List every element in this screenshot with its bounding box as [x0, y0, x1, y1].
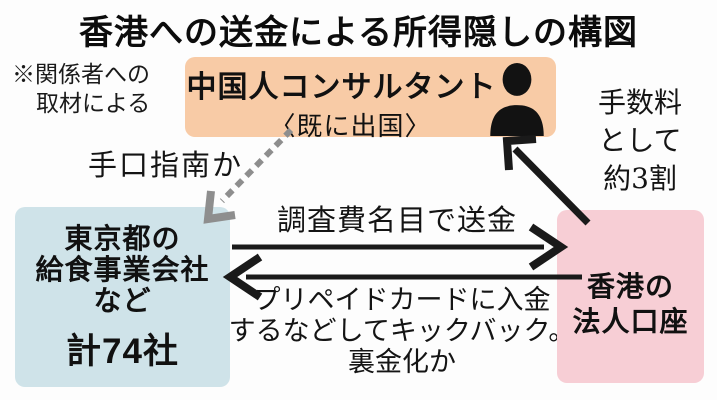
fee-label: 手数料 として 約3割 — [573, 84, 707, 198]
guidance-label: 手口指南か — [88, 148, 244, 182]
consultant-box: 中国人コンサルタント 〈既に出国〉 — [185, 57, 556, 142]
person-silhouette-icon — [490, 63, 544, 136]
hongkong-account-box: 香港の 法人口座 — [557, 210, 704, 383]
kickback-arrow-label: プリペイドカードに入金 するなどしてキックバック。 裏金化か — [228, 285, 576, 378]
fee-label-line1: 手数料 — [597, 86, 682, 119]
fee-label-line3: 約3割 — [603, 162, 677, 195]
consultant-status: 〈既に出国〉 — [269, 112, 432, 142]
kickback-label-line1: プリペイドカードに入金 — [253, 285, 551, 316]
tokyo-companies-box: 東京都の 給食事業会社 など 計74社 — [15, 207, 230, 387]
send-arrow-label: 調査費名目で送金 — [276, 203, 517, 237]
consultant-label: 中国人コンサルタント — [186, 71, 497, 104]
kickback-label-line2: するなどしてキックバック。 — [228, 316, 576, 347]
kickback-label-line3: 裏金化か — [348, 347, 456, 378]
source-note: ※関係者への 取材による — [12, 60, 150, 118]
diagram-title: 香港への送金による所得隠しの構図 — [79, 14, 638, 52]
hongkong-box-line2: 法人口座 — [572, 305, 689, 337]
tokyo-box-line1: 東京都の — [64, 223, 181, 254]
hongkong-box-line1: 香港の — [586, 270, 674, 302]
tokyo-box-total: 計74社 — [66, 332, 179, 371]
fee-label-line2: として — [598, 124, 682, 157]
source-note-line2: 取材による — [36, 90, 151, 116]
tokyo-box-line3: など — [93, 285, 152, 316]
tokyo-box-line2: 給食事業会社 — [35, 254, 210, 285]
source-note-line1: ※関係者への — [12, 61, 150, 87]
